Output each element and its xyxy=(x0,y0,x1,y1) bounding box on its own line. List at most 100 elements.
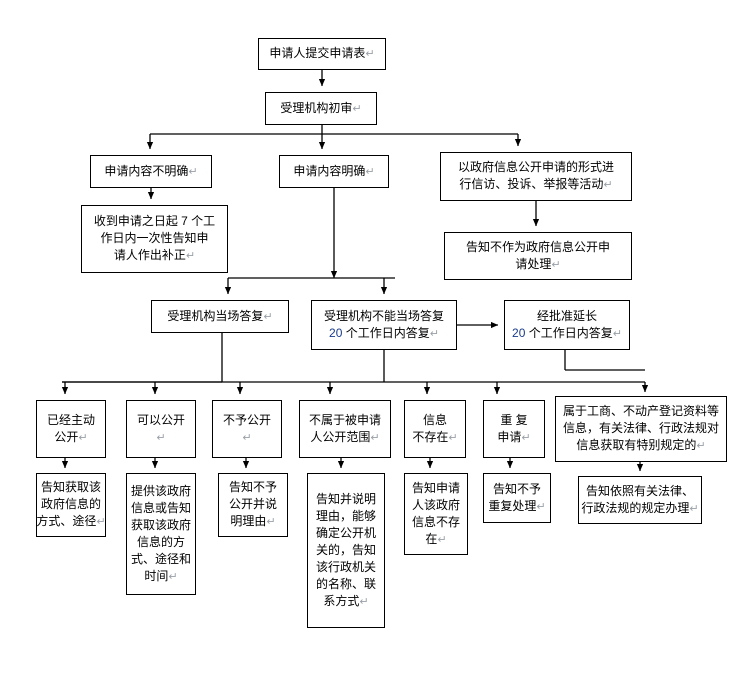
node-text-line: 式、途径和 xyxy=(130,551,191,566)
node-number: 20 xyxy=(512,325,526,340)
node-text-line: 告知不予 xyxy=(492,481,541,496)
node-text-line: 信息不存 xyxy=(411,514,460,529)
node-text-line: 作日内一次性告知申 xyxy=(100,231,209,245)
paragraph-mark-icon: ↵ xyxy=(429,327,439,340)
node-cannot-answer-on-the-spot[interactable]: 受理机构不能当场答复 20 个工作日内答复↵ xyxy=(311,300,457,350)
node-approved-extension[interactable]: 经批准延长 20 个工作日内答复↵ xyxy=(504,300,630,350)
outcome-handle-per-laws-regulations[interactable]: 告知依照有关法律、行政法规的规定办理↵ xyxy=(578,476,702,524)
paragraph-mark-icon: ↵ xyxy=(365,48,375,60)
paragraph-mark-icon: ↵ xyxy=(352,102,362,115)
node-text-line: 请处理↵ xyxy=(515,256,561,271)
outcome-provide-info-or-inform-method[interactable]: 提供该政府信息或告知获取该政府信息的方式、途径和时间↵ xyxy=(126,473,196,595)
node-text-line: 信息的方 xyxy=(136,534,185,549)
node-text-line: 公开↵ xyxy=(54,429,88,444)
paragraph-mark-icon: ↵ xyxy=(188,165,198,178)
node-text-line: 以政府信息公开申请的形式进 xyxy=(457,160,614,174)
node-text-line: 方式、途径↵ xyxy=(36,514,106,528)
node-business-registry-materials[interactable]: 属于工商、不动产登记资料等信息，有关法律、行政法规对信息获取有特别规定的↵ xyxy=(555,396,727,462)
node-text-line: 告知依照有关法律、 xyxy=(585,483,694,498)
node-text-line: 的名称、联 xyxy=(315,576,376,591)
paragraph-mark-icon: ↵ xyxy=(696,440,706,452)
node-request-unclear[interactable]: 申请内容不明确↵ xyxy=(90,155,212,188)
node-text-line: 系方式↵ xyxy=(323,593,369,608)
node-text-line: 信息 xyxy=(422,412,447,427)
paragraph-mark-icon: ↵ xyxy=(521,431,531,444)
node-text-line: 不存在↵ xyxy=(412,429,458,444)
node-notify-supplement-within-7-days[interactable]: 收到申请之日起 7 个工作日内一次性告知申请人作出补正↵ xyxy=(81,205,228,273)
node-text-line: 已经主动 xyxy=(46,412,95,427)
node-not-treated-as-disclosure-request[interactable]: 告知不作为政府信息公开申请处理↵ xyxy=(444,232,632,280)
node-text-line: 不予公开 xyxy=(222,412,271,427)
node-text-line: 可以公开 xyxy=(136,412,185,427)
node-text-line: 确定公开机 xyxy=(315,525,376,540)
node-text-line: 申请人提交申请表↵ xyxy=(269,46,375,60)
paragraph-mark-icon: ↵ xyxy=(359,595,369,608)
paragraph-mark-icon: ↵ xyxy=(603,179,613,191)
paragraph-mark-icon: ↵ xyxy=(263,310,273,323)
node-text-line: ↵ xyxy=(156,429,165,447)
outcome-inform-reason-and-agency-contact[interactable]: 告知并说明理由，能够确定公开机关的，告知该行政机关的名称、联系方式↵ xyxy=(307,473,385,628)
node-text-line: ↵ xyxy=(242,429,251,447)
node-text-line: 收到申请之日起 7 个工 xyxy=(93,214,216,228)
node-text-line: 经批准延长 xyxy=(536,308,597,323)
node-text-line: 人公开范围↵ xyxy=(310,429,380,444)
node-text-line: 人该政府 xyxy=(411,497,460,512)
node-petition-complaint-report[interactable]: 以政府信息公开申请的形式进行信访、投诉、举报等活动↵ xyxy=(440,152,632,201)
node-text-line: 信息或告知 xyxy=(130,500,191,515)
paragraph-mark-icon: ↵ xyxy=(156,431,166,444)
paragraph-mark-icon: ↵ xyxy=(242,431,252,444)
node-agency-initial-review[interactable]: 受理机构初审↵ xyxy=(265,92,377,125)
node-not-disclosed[interactable]: 不予公开 ↵ xyxy=(212,400,282,458)
node-text-line: 重复处理↵ xyxy=(488,498,546,513)
node-text-line: 关的，告知 xyxy=(315,542,376,557)
node-number: 20 xyxy=(329,325,343,340)
node-text-line: 20 个工作日内答复↵ xyxy=(329,325,439,340)
node-text-line: 公开并说 xyxy=(228,497,277,511)
paragraph-mark-icon: ↵ xyxy=(185,250,196,262)
node-text-line: 信息，有关法律、行政法规对 xyxy=(562,421,719,435)
paragraph-mark-icon: ↵ xyxy=(612,327,622,340)
paragraph-mark-icon: ↵ xyxy=(96,516,106,528)
node-text-line: 政府信息的 xyxy=(40,497,101,511)
node-text-line: 20 个工作日内答复↵ xyxy=(512,325,622,340)
node-text-line: 该行政机关 xyxy=(315,559,376,574)
node-text-line: 在↵ xyxy=(425,531,447,546)
node-outside-disclosure-scope[interactable]: 不属于被申请人公开范围↵ xyxy=(299,400,391,458)
node-text-line: 提供该政府 xyxy=(130,483,191,498)
node-already-proactively-disclosed[interactable]: 已经主动公开↵ xyxy=(36,400,106,458)
paragraph-mark-icon: ↵ xyxy=(78,431,88,444)
paragraph-mark-icon: ↵ xyxy=(365,165,375,178)
paragraph-mark-icon: ↵ xyxy=(266,516,276,528)
node-text-line: 申请内容不明确↵ xyxy=(104,163,198,178)
outcome-inform-access-method-channel[interactable]: 告知获取该政府信息的方式、途径↵ xyxy=(36,473,106,537)
node-text-line: 行信访、投诉、举报等活动↵ xyxy=(459,177,613,191)
paragraph-mark-icon: ↵ xyxy=(536,500,546,513)
node-text-line: 理由，能够 xyxy=(315,508,376,523)
node-text-line: 申请↵ xyxy=(497,429,531,444)
node-text-line: 请人作出补正↵ xyxy=(113,248,196,262)
node-text-line: 申请内容明确↵ xyxy=(293,163,375,178)
node-text-line: 时间↵ xyxy=(144,568,178,583)
paragraph-mark-icon: ↵ xyxy=(551,258,561,271)
node-answer-on-the-spot[interactable]: 受理机构当场答复↵ xyxy=(151,300,289,333)
outcome-inform-nondisclosure-reason[interactable]: 告知不予公开并说明理由↵ xyxy=(218,473,288,537)
node-repeat-request[interactable]: 重 复申请↵ xyxy=(483,400,545,458)
paragraph-mark-icon: ↵ xyxy=(437,533,447,546)
node-information-not-exist[interactable]: 信息不存在↵ xyxy=(404,400,466,458)
node-request-clear[interactable]: 申请内容明确↵ xyxy=(279,155,389,188)
paragraph-mark-icon: ↵ xyxy=(448,431,458,444)
outcome-inform-no-repeat-processing[interactable]: 告知不予重复处理↵ xyxy=(483,473,551,523)
paragraph-mark-icon: ↵ xyxy=(370,431,380,444)
node-text-line: 行政法规的规定办理↵ xyxy=(581,500,699,515)
node-text-line: 明理由↵ xyxy=(230,514,276,528)
node-text-line: 受理机构不能当场答复 xyxy=(323,308,444,323)
node-applicant-submits-form[interactable]: 申请人提交申请表↵ xyxy=(258,38,386,70)
node-text-line: 受理机构初审↵ xyxy=(280,100,362,115)
paragraph-mark-icon: ↵ xyxy=(168,570,178,583)
node-text-line: 告知不作为政府信息公开申 xyxy=(465,239,610,254)
node-text-line: 属于工商、不动产登记资料等 xyxy=(562,404,719,418)
outcome-inform-info-not-exist[interactable]: 告知申请人该政府信息不存在↵ xyxy=(404,473,468,555)
node-can-be-disclosed[interactable]: 可以公开 ↵ xyxy=(126,400,196,458)
